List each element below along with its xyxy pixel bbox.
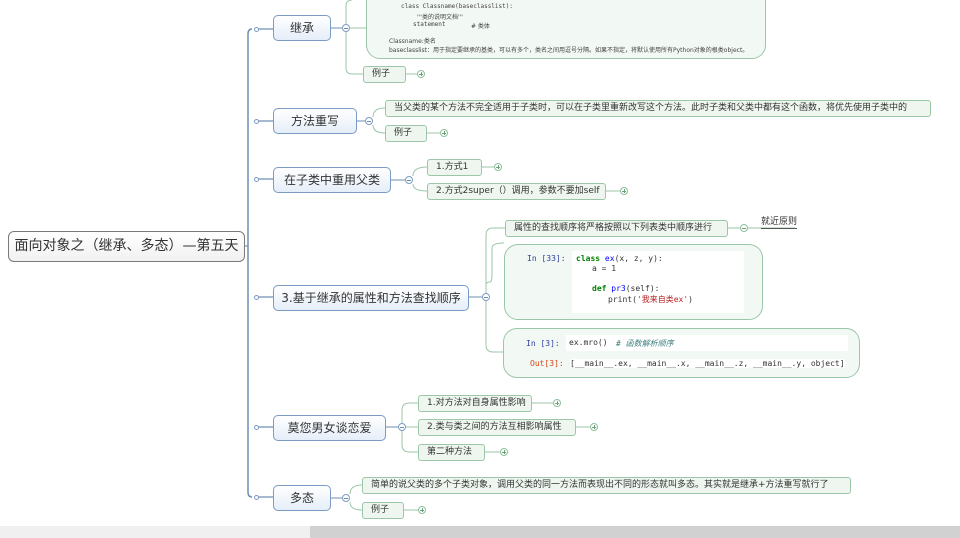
class-name: ex [604,254,615,263]
branch-connector-dot [254,177,259,182]
print-close: ) [688,295,693,304]
polymorphism-note[interactable]: 简单的说父类的多个子类对象，调用父类的同一方法而表现出不同的形态就叫多态。其实就… [362,477,851,494]
expand-toggle-icon[interactable] [418,506,426,514]
class-bases: (x, z, y): [614,254,663,263]
method-override-note[interactable]: 当父类的某个方法不完全适用于子类时，可以在子类里重新改写这个方法。此时子类和父类… [385,100,931,117]
way-2-node[interactable]: 2.方式2super（）调用，参数不要加self [427,183,606,200]
syntax-code-line-2: '''类的说明文档''' [417,14,463,21]
code-cell-card-1[interactable]: In [33]: class ex(x, z, y): a = 1 def pr… [504,244,763,320]
function-name: pr3 [611,284,626,293]
branch-connector-dot [254,425,259,430]
example-node[interactable]: 例子 [362,502,404,519]
syntax-desc-baseclasslist: baseclasslist：用于指定要继承的基类，可以有多个，类名之间用逗号分隔… [389,47,749,54]
syntax-code-line-1: class Classname(baseclasslist): [401,3,513,10]
topic-lookup-order[interactable]: 3.基于继承的属性和方法查找顺序 [273,285,469,311]
topic-method-override[interactable]: 方法重写 [273,108,357,134]
item-class-interaction-node[interactable]: 2.类与类之间的方法互相影响属性 [418,419,576,436]
topic-reuse-parent[interactable]: 在子类中重用父类 [273,167,391,193]
code-cell-2-input[interactable]: ex.mro() # 函数解析顺序 [566,335,848,351]
collapse-toggle-icon[interactable] [482,293,490,301]
expand-toggle-icon[interactable] [440,129,448,137]
example-node[interactable]: 例子 [363,66,406,83]
example-node[interactable]: 例子 [385,125,427,142]
function-params: (self): [625,284,660,293]
inheritance-syntax-card[interactable]: class Classname(baseclasslist): '''类的说明文… [366,0,766,59]
expand-toggle-icon[interactable] [500,448,508,456]
code-cell-1[interactable]: class ex(x, z, y): a = 1 def pr3(self): … [572,251,744,313]
print-call: print( [608,295,637,304]
in-prompt: In [3]: [526,339,560,348]
root-topic[interactable]: 面向对象之（继承、多态）—第五天 [8,231,245,262]
mro-call: ex.mro() [569,338,608,347]
branch-connector-dot [254,119,259,124]
collapse-toggle-icon[interactable] [342,24,350,32]
syntax-code-comment: # 类体 [471,23,490,30]
branch-connector-dot [254,495,259,500]
way-1-node[interactable]: 1.方式1 [427,159,482,176]
topic-inheritance[interactable]: 继承 [273,15,331,41]
keyword-def: def [592,284,607,293]
out-prompt: Out[3]: [530,359,564,368]
topic-mutual-influence[interactable]: 莫您男女谈恋爱 [273,415,386,441]
collapse-toggle-icon[interactable] [342,494,350,502]
second-method-node[interactable]: 第二种方法 [418,444,485,461]
expand-toggle-icon[interactable] [553,399,561,407]
syntax-code-line-3: statement [413,21,446,28]
code-line-assign: a = 1 [592,264,617,273]
code-line-class: class ex(x, z, y): [576,254,663,263]
collapse-toggle-icon[interactable] [365,117,373,125]
nearest-principle-label[interactable]: 就近原则 [761,217,798,229]
expand-toggle-icon[interactable] [494,163,502,171]
keyword-class: class [576,254,601,263]
collapse-toggle-icon[interactable] [740,224,748,232]
lookup-order-note[interactable]: 属性的查找顺序将严格按照以下列表类中顺序进行 [505,220,728,237]
item-self-attribute-node[interactable]: 1.对方法对自身属性影响 [418,395,532,412]
expand-toggle-icon[interactable] [620,187,628,195]
branch-connector-dot [254,295,259,300]
code-line-def: def pr3(self): [592,284,659,293]
syntax-desc-classname: Classname:类名 [389,38,436,45]
collapse-toggle-icon[interactable] [405,176,413,184]
print-string: '我来自类ex' [636,295,689,304]
in-prompt: In [33]: [527,254,566,263]
expand-toggle-icon[interactable] [590,423,598,431]
code-cell-card-2[interactable]: In [3]: ex.mro() # 函数解析顺序 Out[3]: [__mai… [503,328,860,378]
code-cell-2-output: [__main__.ex, __main__.x, __main__.z, __… [570,359,845,368]
mro-comment: # 函数解析顺序 [616,339,674,348]
collapse-toggle-icon[interactable] [398,423,406,431]
topic-polymorphism[interactable]: 多态 [273,485,331,511]
code-line-print: print('我来自类ex') [608,294,693,305]
expand-toggle-icon[interactable] [417,70,425,78]
horizontal-scrollbar-thumb[interactable] [310,526,960,538]
branch-connector-dot [254,27,259,32]
